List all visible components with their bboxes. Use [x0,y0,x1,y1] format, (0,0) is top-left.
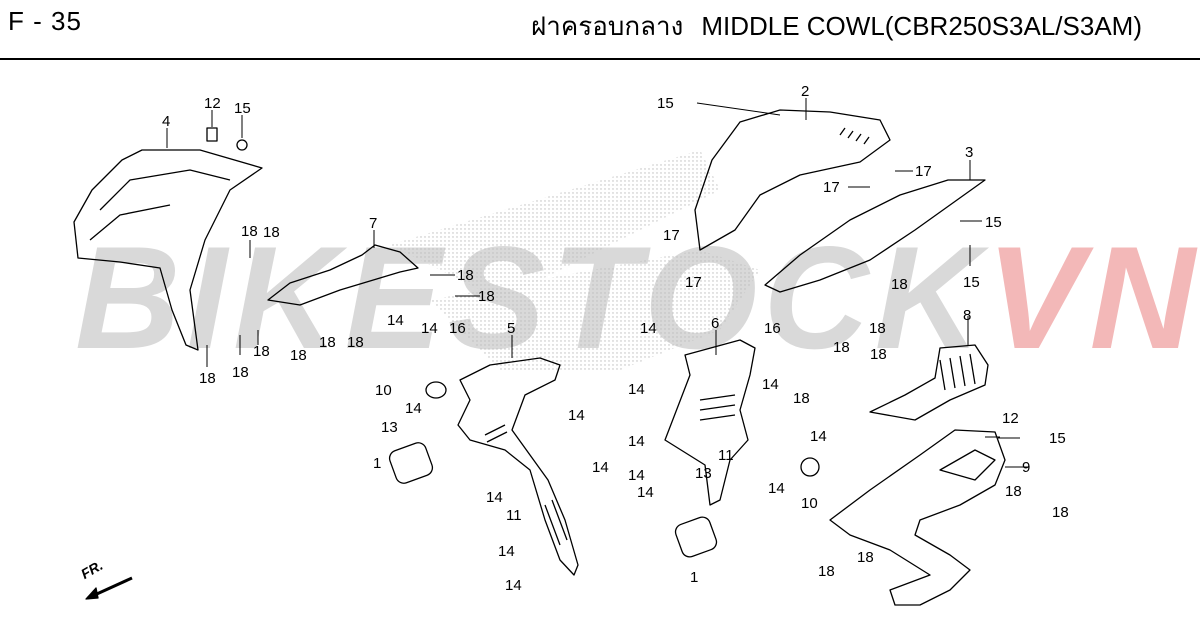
callout-11: 11 [506,507,522,524]
part-5-grille [484,424,568,546]
callout-15: 15 [1049,430,1066,447]
callout-14: 14 [405,400,422,417]
callout-7: 7 [369,215,377,232]
callout-14: 14 [568,407,585,424]
callout-15: 15 [234,100,251,117]
callout-14: 14 [628,381,645,398]
callout-15: 15 [963,274,980,291]
callout-14: 14 [592,459,609,476]
page-title: ฝาครอบกลาง MIDDLE COWL(CBR250S3AL/S3AM) [531,6,1142,47]
title-thai: ฝาครอบกลาง [531,11,684,41]
callout-10: 10 [375,382,392,399]
callout-14: 14 [486,489,503,506]
part-8-grille [939,353,976,391]
front-direction-arrowhead [85,587,99,600]
part-6-grille [699,394,736,421]
callout-18: 18 [833,339,850,356]
callout-18: 18 [253,343,270,360]
callout-15: 15 [657,95,674,112]
projection-field-upper [390,150,720,300]
callout-12: 12 [1002,410,1019,427]
leader-lines [166,98,1029,468]
callout-18: 18 [347,334,364,351]
callout-18: 18 [319,334,336,351]
callout-18: 18 [857,549,874,566]
callout-18: 18 [478,288,495,305]
callout-17: 17 [663,227,680,244]
callout-14: 14 [640,320,657,337]
part-1-grommet-left [388,442,434,484]
callout-1: 1 [373,455,381,472]
callout-16: 16 [449,320,466,337]
part-2-upper-cowl [694,109,891,251]
part-5-middle-cowl [457,357,579,576]
callout-9: 9 [1022,459,1030,476]
callout-17: 17 [823,179,840,196]
callout-14: 14 [762,376,779,393]
callout-14: 14 [810,428,827,445]
callout-13: 13 [381,419,398,436]
callout-3: 3 [965,144,973,161]
part-4-detail [89,169,231,241]
part-8-bracket [869,344,989,421]
callout-15: 15 [985,214,1002,231]
callout-18: 18 [232,364,249,381]
callout-6: 6 [711,315,719,332]
part-1-grommet-right [674,516,718,558]
part-15-bolt [236,139,248,151]
callout-13: 13 [695,465,712,482]
callout-18: 18 [793,390,810,407]
callout-18: 18 [891,276,908,293]
header-divider [0,58,1200,60]
callout-18: 18 [1005,483,1022,500]
callout-18: 18 [457,267,474,284]
callout-1: 1 [690,569,698,586]
callout-16: 16 [764,320,781,337]
part-3-side-cowl [764,179,986,293]
callout-18: 18 [263,224,280,241]
callout-14: 14 [387,312,404,329]
callout-18: 18 [241,223,258,240]
part-10-washer-left [425,381,447,399]
watermark-part-b: VN [986,216,1200,379]
callout-14: 14 [421,320,438,337]
callout-18: 18 [818,563,835,580]
callout-14: 14 [628,467,645,484]
callout-10: 10 [801,495,818,512]
part-7-bracket [267,244,419,306]
callout-labels: 4 12 15 18 18 18 18 7 18 18 18 18 18 18 … [162,83,1069,594]
callout-17: 17 [915,163,932,180]
callout-14: 14 [637,484,654,501]
part-4-inner-fairing [73,149,263,351]
callout-17: 17 [685,274,702,291]
callout-18: 18 [290,347,307,364]
part-6-inner-frame [664,339,756,506]
title-english: MIDDLE COWL(CBR250S3AL/S3AM) [701,11,1142,41]
part-10-washer-right [800,457,820,477]
callout-14: 14 [505,577,522,594]
callout-18: 18 [869,320,886,337]
part-12-clip [206,127,218,142]
callout-18: 18 [870,346,887,363]
callout-12: 12 [204,95,221,112]
header: F - 35 ฝาครอบกลาง MIDDLE COWL(CBR250S3AL/… [0,0,1200,58]
callout-18: 18 [199,370,216,387]
callout-18: 18 [1052,504,1069,521]
callout-5: 5 [507,320,515,337]
part-9-detail [939,449,996,481]
callout-11: 11 [718,447,734,464]
callout-8: 8 [963,307,971,324]
callout-2: 2 [801,83,809,100]
callout-14: 14 [498,543,515,560]
page-code: F - 35 [8,6,82,36]
callout-4: 4 [162,113,170,130]
callout-14: 14 [768,480,785,497]
part-9-side-cowl [829,429,1006,606]
part-2-vents [839,127,870,145]
callout-14: 14 [628,433,645,450]
